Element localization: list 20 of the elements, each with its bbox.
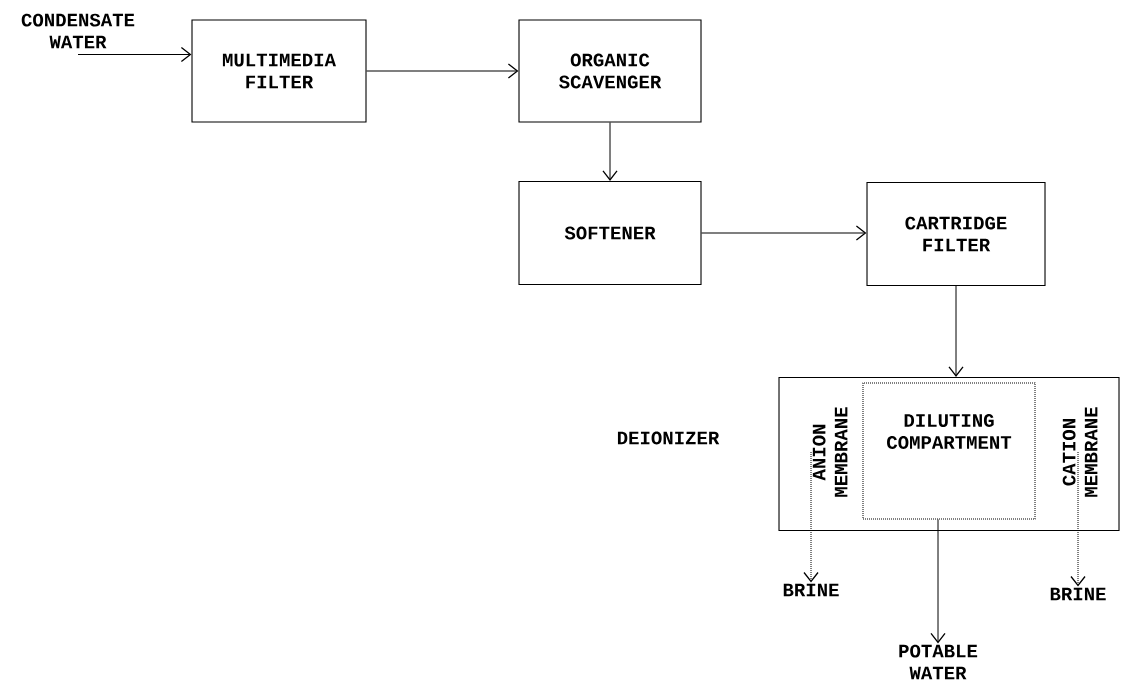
arrow [701, 225, 867, 241]
deionizer-heading: DEIONIZER [617, 431, 720, 445]
flow-label: POTABLE WATER [899, 644, 978, 680]
flow-label: BRINE [783, 583, 839, 597]
membrane-label: CATION MEMBRANE [1062, 407, 1098, 497]
process-box: SOFTENER [518, 180, 702, 286]
arrow [930, 519, 946, 644]
arrow [602, 122, 618, 181]
arrow [77, 46, 192, 63]
compartment-box: DILUTING COMPARTMENT [862, 382, 1036, 520]
arrow [803, 451, 819, 583]
process-box: ORGANIC SCAVENGER [518, 19, 702, 123]
flow-label: BRINE [1050, 587, 1106, 601]
arrow [366, 63, 519, 79]
arrow [948, 285, 964, 377]
arrow [1070, 451, 1086, 587]
process-box: CARTRIDGE FILTER [866, 181, 1046, 287]
flow-label: CONDENSATE WATER [21, 13, 135, 49]
membrane-label: ANION MEMBRANE [812, 407, 848, 497]
process-box: MULTIMEDIA FILTER [191, 19, 367, 123]
